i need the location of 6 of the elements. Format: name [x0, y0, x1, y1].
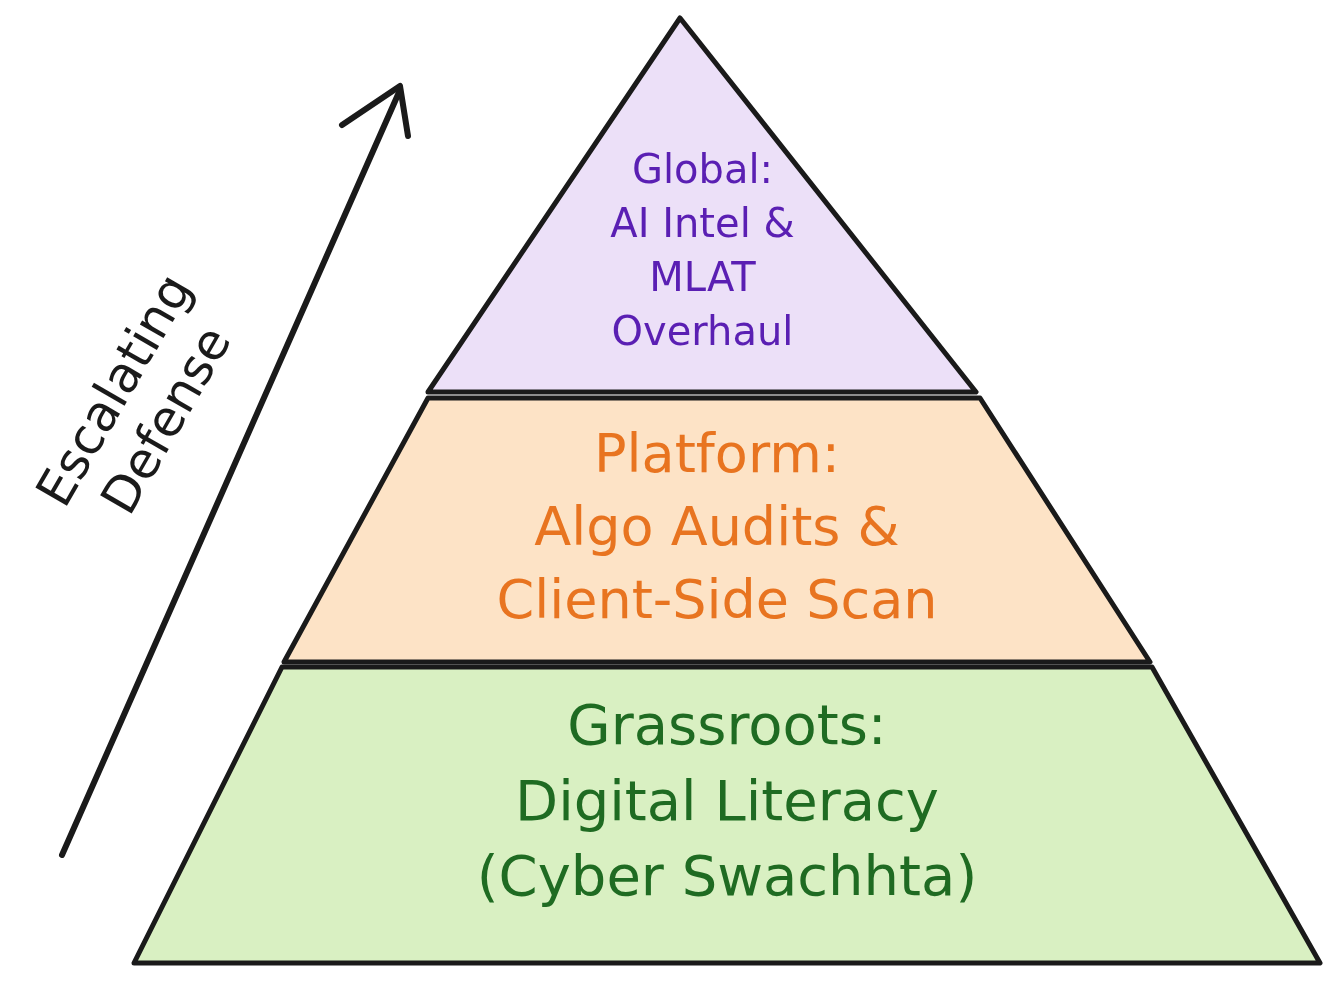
- tier-description: Algo Audits & Client-Side Scan: [495, 493, 939, 633]
- tier-heading: Grassroots:: [567, 691, 887, 759]
- tier-description: AI Intel & MLAT Overhaul: [609, 199, 796, 356]
- tier-heading: Platform:: [594, 421, 840, 487]
- tier-description: Digital Literacy (Cyber Swachhta): [475, 766, 979, 911]
- tier-heading: Global:: [631, 145, 774, 194]
